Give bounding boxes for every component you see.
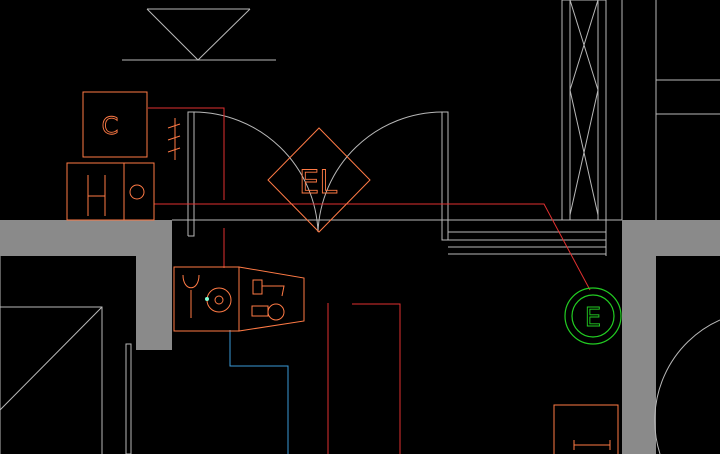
label-el: EL bbox=[299, 163, 337, 201]
walls bbox=[0, 220, 720, 454]
e-marker-inner bbox=[571, 294, 615, 338]
wall-left-horizontal bbox=[0, 220, 172, 256]
unit-circle bbox=[129, 184, 145, 200]
machine-indicator-dot bbox=[205, 297, 209, 301]
equipment bbox=[66, 91, 619, 454]
machine-small-ring bbox=[267, 303, 285, 321]
lower-left-room bbox=[0, 306, 103, 454]
wall-right-column bbox=[622, 256, 656, 454]
unit-lower-left bbox=[66, 162, 155, 221]
shaft-frame bbox=[561, 0, 607, 221]
lower-left-diagonal bbox=[0, 306, 103, 411]
red-line-top bbox=[148, 107, 225, 200]
machine-cup bbox=[182, 274, 200, 289]
machine-bar bbox=[262, 285, 285, 297]
machine-ring-inner bbox=[214, 295, 224, 305]
small-pillar bbox=[125, 343, 132, 454]
wall-left-column bbox=[136, 256, 172, 350]
door-jamb-right bbox=[441, 111, 449, 241]
box-c bbox=[82, 91, 148, 158]
dimension-mark bbox=[573, 440, 611, 450]
e-marker-outer bbox=[564, 287, 622, 345]
wall-right-top bbox=[622, 220, 720, 256]
machine-ring-outer bbox=[206, 287, 232, 313]
label-c: C bbox=[102, 112, 119, 140]
box-lower-right bbox=[553, 404, 619, 454]
door-swing-lower-right bbox=[654, 319, 720, 454]
door-swing-right bbox=[317, 111, 443, 233]
ladder-symbol bbox=[167, 118, 181, 160]
e-marker bbox=[564, 287, 622, 345]
red-line-riser bbox=[352, 303, 401, 454]
label-e: E bbox=[585, 303, 601, 333]
machine-taper bbox=[238, 266, 305, 332]
door-jamb-left bbox=[187, 111, 195, 237]
el-diamond bbox=[267, 127, 371, 233]
shaft-cross-2 bbox=[569, 0, 599, 91]
red-lines bbox=[148, 107, 591, 454]
shaft-cross-4 bbox=[569, 89, 599, 216]
machine-small-box bbox=[252, 279, 263, 295]
blue-pipe bbox=[229, 330, 289, 454]
red-leader-to-e bbox=[154, 203, 591, 291]
machine-slot bbox=[251, 305, 269, 317]
door-swing-left bbox=[193, 111, 319, 233]
triangle-symbol bbox=[146, 8, 251, 61]
